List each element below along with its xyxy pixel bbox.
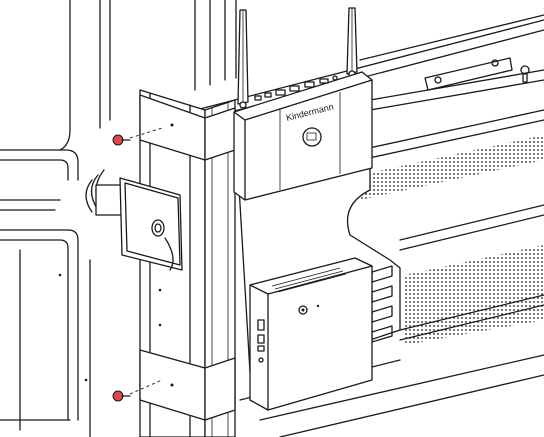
io-ports xyxy=(257,319,265,363)
wall-bracket-top xyxy=(424,57,530,91)
mini-pc xyxy=(249,257,373,411)
clamp-knob xyxy=(151,219,165,237)
side-clamp xyxy=(85,169,183,271)
vent-slots xyxy=(271,267,347,293)
keyhole-icon xyxy=(520,65,530,83)
kindermann-receiver: Kindermann xyxy=(233,71,373,201)
vent-grille xyxy=(360,135,544,345)
cast-icon xyxy=(302,127,322,147)
power-button-icon xyxy=(298,305,308,315)
left-display-panel xyxy=(0,0,111,437)
antenna-icon xyxy=(346,7,358,78)
antenna-icon xyxy=(237,9,249,109)
vertical-mount-rail xyxy=(139,89,236,437)
screw-icon xyxy=(112,379,163,402)
screw-icon xyxy=(112,127,163,146)
